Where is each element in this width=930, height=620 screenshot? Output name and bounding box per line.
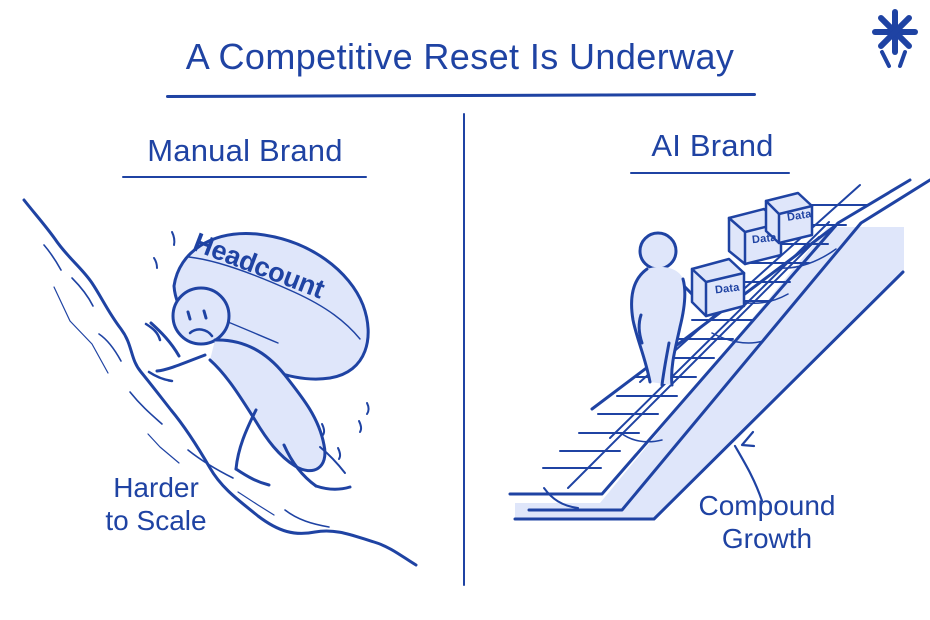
asterisk-icon bbox=[872, 9, 918, 68]
manual-brand-heading: Manual Brand bbox=[147, 133, 343, 168]
ai-brand-underline bbox=[630, 172, 790, 174]
compound-growth-caption: Compound Growth bbox=[688, 489, 846, 555]
escalator-drawing bbox=[508, 178, 930, 521]
caption-line: to Scale bbox=[105, 505, 207, 537]
data-box-label-1: Data bbox=[751, 231, 778, 247]
caption-line: Compound bbox=[698, 490, 836, 521]
caption-line: Growth bbox=[721, 523, 813, 555]
ai-figure bbox=[630, 231, 712, 387]
caption-line: Harder bbox=[113, 472, 199, 503]
center-divider bbox=[463, 113, 465, 586]
manual-brand-underline bbox=[122, 176, 367, 178]
page-title: A Competitive Reset Is Underway bbox=[185, 36, 735, 77]
ai-brand-heading: AI Brand bbox=[651, 128, 774, 163]
data-boxes bbox=[690, 191, 814, 318]
harder-to-scale-caption: Harder to Scale bbox=[94, 471, 218, 537]
climber-figure bbox=[144, 231, 370, 491]
mountain-drawing bbox=[22, 198, 418, 567]
